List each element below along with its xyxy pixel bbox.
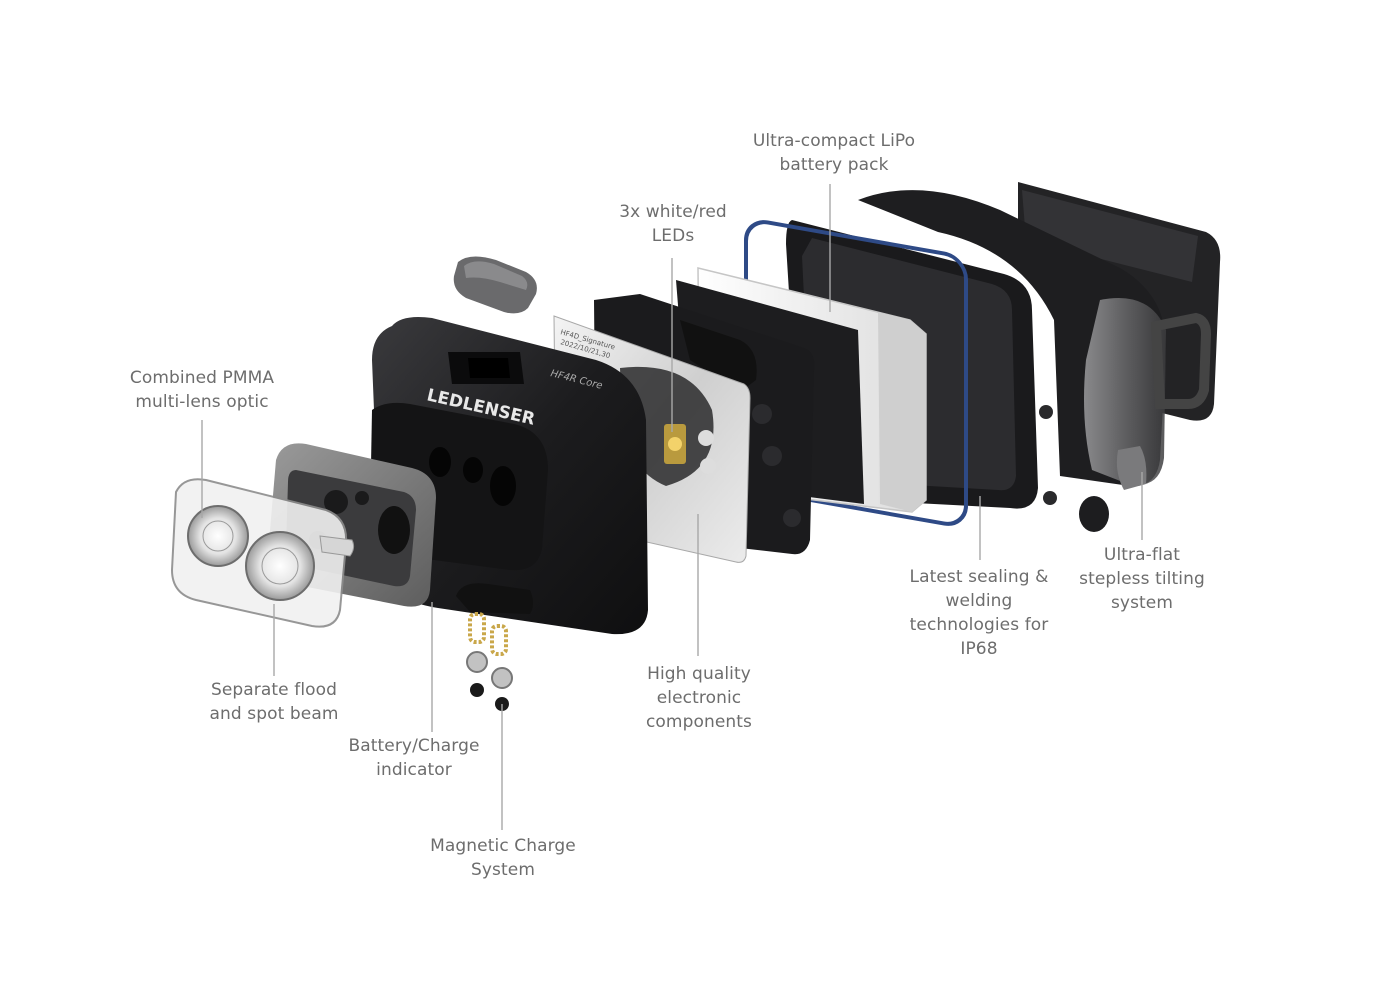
- callout-pmma-optic: Combined PMMA multi-lens optic: [130, 366, 274, 414]
- callout-tilting-system: Ultra-flat stepless tilting system: [1079, 543, 1205, 615]
- callout-line: indicator: [376, 760, 452, 780]
- pmma-optic: [170, 478, 355, 628]
- callout-line: multi-lens optic: [135, 392, 269, 412]
- callout-line: Battery/Charge: [348, 736, 480, 756]
- tilt-knob: [1079, 496, 1109, 532]
- button-cap: [453, 256, 537, 314]
- callout-charge-indicator: Battery/Charge indicator: [348, 734, 479, 782]
- callout-line: 3x white/red: [619, 202, 727, 222]
- callout-line: Ultra-flat: [1103, 545, 1181, 565]
- callout-magnetic-charge: Magnetic Charge System: [430, 834, 576, 882]
- callout-sealing: Latest sealing & welding technologies fo…: [910, 565, 1049, 661]
- callout-line: stepless tilting: [1079, 569, 1205, 589]
- callout-line: LEDs: [651, 226, 695, 246]
- callout-electronics: High quality electronic components: [646, 662, 752, 734]
- callout-line: System: [470, 860, 535, 880]
- callout-line: Magnetic Charge: [430, 836, 576, 856]
- tilt-bracket: [858, 190, 1212, 490]
- callout-line: High quality: [647, 664, 751, 684]
- magnetic-charge-parts: [466, 612, 513, 711]
- callout-line: battery pack: [779, 155, 889, 175]
- callout-leds: 3x white/red LEDs: [619, 200, 727, 248]
- callout-line: components: [645, 712, 753, 732]
- callout-line: Combined PMMA: [129, 368, 275, 388]
- callout-battery-pack: Ultra-compact LiPo battery pack: [753, 129, 915, 177]
- callout-line: electronic: [656, 688, 742, 708]
- callout-flood-spot-beam: Separate flood and spot beam: [209, 678, 338, 726]
- callout-line: IP68: [960, 639, 998, 659]
- callout-line: welding: [945, 591, 1013, 611]
- callout-line: technologies for: [909, 615, 1049, 635]
- callout-line: system: [1110, 593, 1174, 613]
- leader-lines: [201, 184, 1143, 830]
- callout-line: Latest sealing &: [909, 567, 1049, 587]
- callout-line: and spot beam: [209, 704, 339, 724]
- callout-line: Separate flood: [210, 680, 338, 700]
- callout-line: Ultra-compact LiPo: [752, 131, 916, 151]
